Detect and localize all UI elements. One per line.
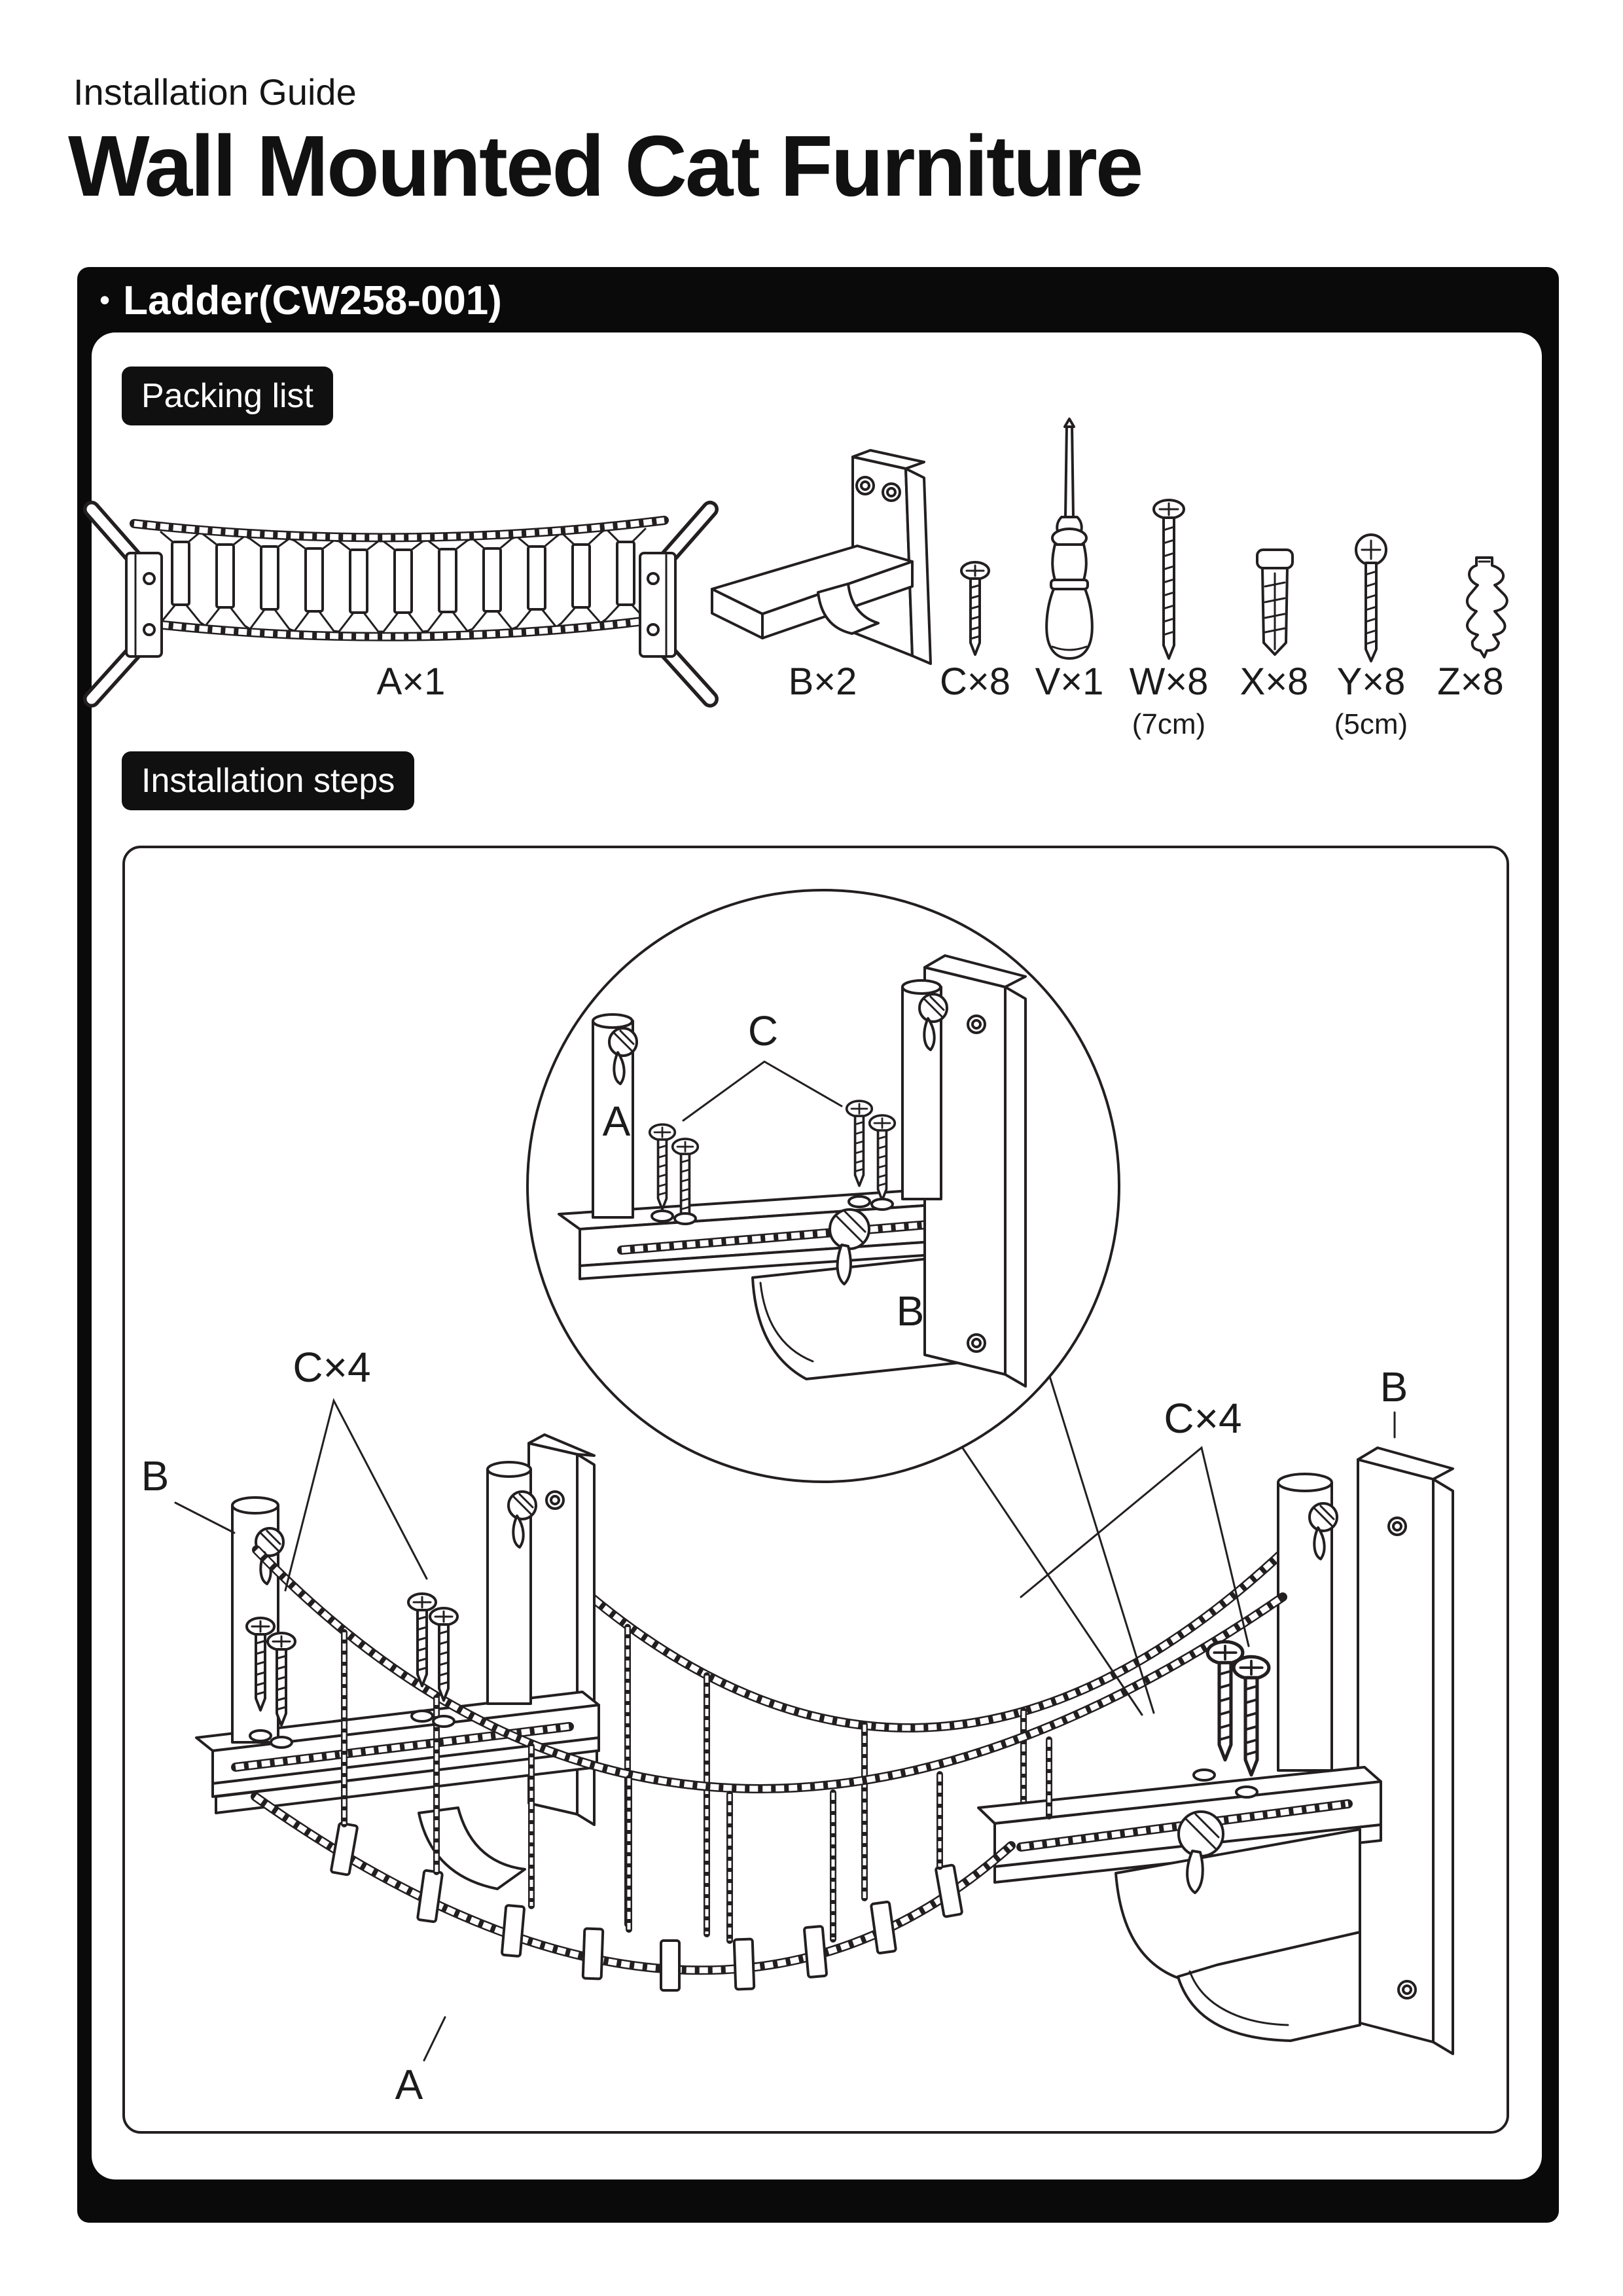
- packing-part-v-drawing: [1045, 418, 1094, 660]
- packing-part-x-drawing: [1256, 548, 1294, 656]
- part-note-w: (7cm): [1132, 708, 1206, 740]
- right-bracket-assembly: [977, 1446, 1454, 2055]
- packing-part-w-drawing: [1152, 499, 1185, 660]
- callout-right-c4: C×4: [1164, 1395, 1242, 1442]
- callout-right-b: B: [1380, 1363, 1408, 1410]
- part-label-w: W×8: [1129, 660, 1209, 703]
- packing-part-b-drawing: [711, 449, 932, 665]
- callout-bottom-a: A: [395, 2061, 423, 2108]
- doc-kicker: Installation Guide: [73, 71, 357, 113]
- part-label-z: Z×8: [1437, 660, 1504, 703]
- part-label-c: C×8: [939, 660, 1011, 703]
- packing-part-c-drawing: [960, 561, 990, 656]
- packing-part-a-drawing: [83, 501, 719, 708]
- packing-part-y-drawing: [1355, 533, 1387, 662]
- detail-pointer-funnel: [961, 1375, 1155, 1716]
- product-banner: • Ladder(CW258-001): [99, 267, 502, 332]
- part-label-a: A×1: [376, 660, 446, 703]
- installation-main-drawing: [195, 1433, 1454, 2055]
- callout-left-b: B: [141, 1452, 169, 1499]
- doc-title: Wall Mounted Cat Furniture: [68, 118, 1143, 214]
- part-label-y: Y×8: [1336, 660, 1406, 703]
- detail-callout-circle: [526, 889, 1120, 1483]
- callout-detail-a: A: [602, 1098, 631, 1145]
- part-label-x: X×8: [1240, 660, 1309, 703]
- callout-detail-b: B: [896, 1287, 925, 1335]
- banner-bullet-icon: •: [99, 283, 111, 317]
- callout-left-c4: C×4: [293, 1344, 371, 1391]
- part-note-y: (5cm): [1334, 708, 1408, 740]
- label-leader-lines: [174, 1397, 1396, 2062]
- part-label-b: B×2: [788, 660, 857, 703]
- packing-list-heading: Packing list: [122, 367, 333, 425]
- packing-part-z-drawing: [1465, 556, 1508, 658]
- callout-detail-c: C: [747, 1007, 779, 1054]
- product-name: Ladder(CW258-001): [123, 278, 502, 323]
- left-bracket-assembly: [195, 1433, 600, 1890]
- installation-steps-heading: Installation steps: [122, 751, 415, 810]
- part-label-v: V×1: [1035, 660, 1104, 703]
